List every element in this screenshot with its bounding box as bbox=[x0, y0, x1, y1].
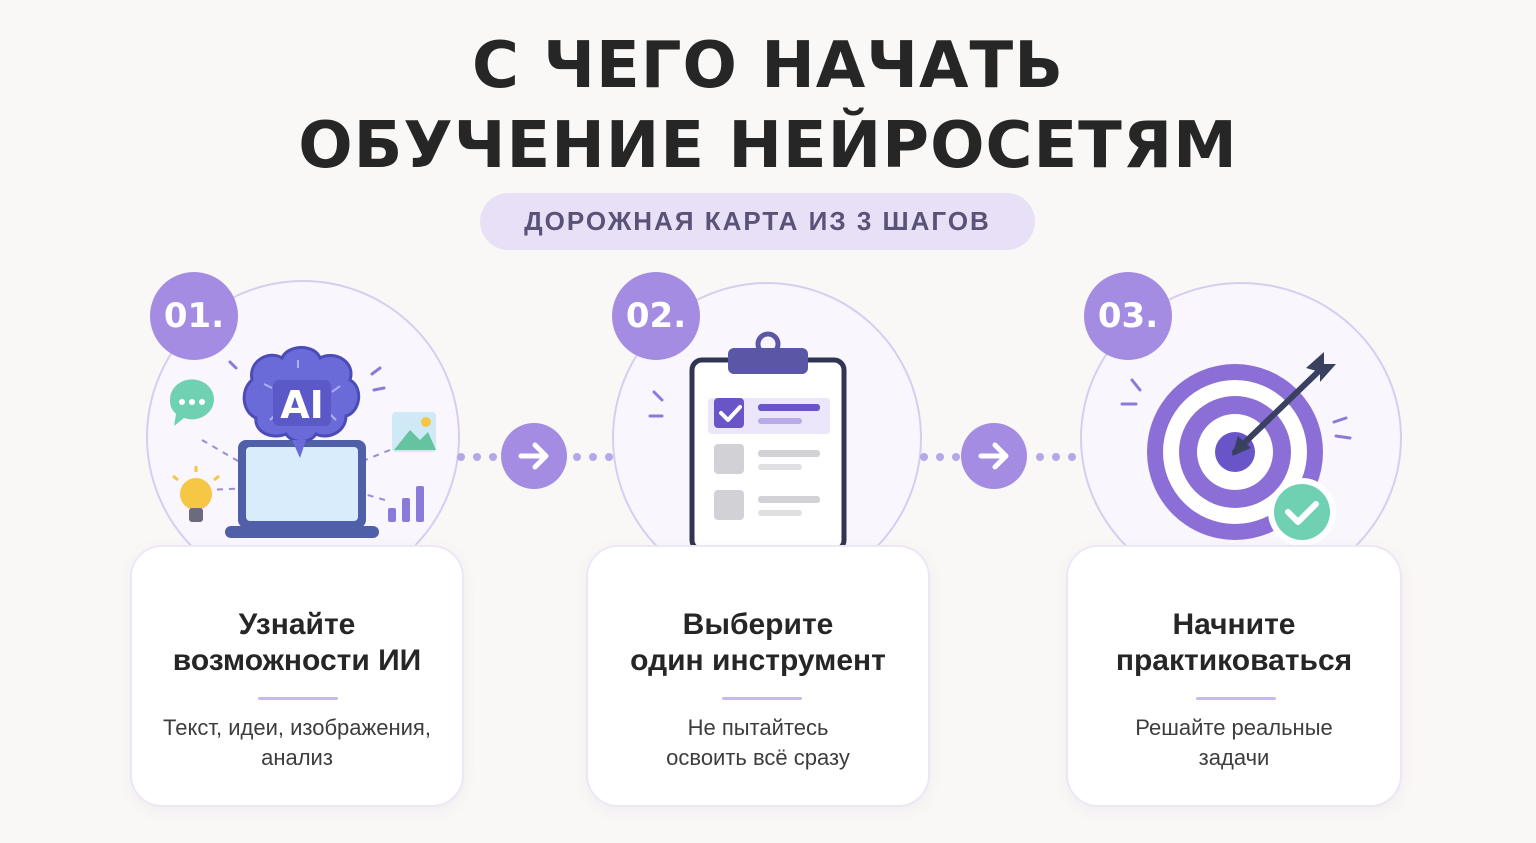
step-1-desc-line1: Текст, идеи, изображения, bbox=[163, 715, 431, 740]
page-title: С ЧЕГО НАЧАТЬ ОБУЧЕНИЕ НЕЙРОСЕТЯМ bbox=[0, 26, 1536, 186]
step-3-divider bbox=[1196, 697, 1276, 700]
step-2-divider bbox=[722, 697, 802, 700]
step-3-title: Начните практиковаться bbox=[1068, 607, 1400, 679]
step-3-title-line1: Начните bbox=[1172, 608, 1296, 641]
step-3-description: Решайте реальные задачи bbox=[1068, 713, 1400, 773]
page-title-line1: С ЧЕГО НАЧАТЬ bbox=[472, 29, 1064, 103]
clipboard-checklist-icon bbox=[648, 331, 847, 553]
step-2-desc-line2: освоить всё сразу bbox=[666, 745, 850, 770]
ai-icon-text: AI bbox=[280, 383, 324, 427]
step-3-number-badge: 03. bbox=[1084, 272, 1172, 360]
step-1-description: Текст, идеи, изображения, анализ bbox=[132, 713, 462, 773]
step-1-title-line2: возможности ИИ bbox=[172, 644, 422, 677]
step-1-number-badge: 01. bbox=[150, 272, 238, 360]
step-2-number-badge: 02. bbox=[612, 272, 700, 360]
connector-arrow-1 bbox=[501, 423, 567, 489]
page-title-line2: ОБУЧЕНИЕ НЕЙРОСЕТЯМ bbox=[298, 109, 1238, 183]
connector-arrow-2 bbox=[961, 423, 1027, 489]
roadmap-subtitle-pill: ДОРОЖНАЯ КАРТА ИЗ 3 ШАГОВ bbox=[480, 193, 1035, 250]
arrow-right-icon bbox=[978, 442, 1009, 470]
step-1-card: Узнайте возможности ИИ Текст, идеи, изоб… bbox=[130, 545, 464, 807]
step-3-desc-line2: задачи bbox=[1198, 745, 1270, 770]
step-2-desc-line1: Не пытайтесь bbox=[687, 715, 829, 740]
step-2-description: Не пытайтесь освоить всё сразу bbox=[588, 713, 928, 773]
step-2-title-line1: Выберите bbox=[682, 608, 834, 641]
ai-laptop-icon: AI bbox=[169, 346, 436, 538]
arrow-right-icon bbox=[518, 442, 549, 470]
step-2-card: Выберите один инструмент Не пытайтесь ос… bbox=[586, 545, 930, 807]
step-1-desc-line2: анализ bbox=[261, 745, 333, 770]
step-3-title-line2: практиковаться bbox=[1115, 644, 1353, 677]
connector-dots-1 bbox=[457, 453, 613, 461]
step-3-card: Начните практиковаться Решайте реальные … bbox=[1066, 545, 1402, 807]
step-2-title: Выберите один инструмент bbox=[588, 607, 928, 679]
step-1-title-line1: Узнайте bbox=[238, 608, 356, 641]
step-1-title: Узнайте возможности ИИ bbox=[132, 607, 462, 679]
step-2-title-line2: один инструмент bbox=[630, 644, 886, 677]
connector-dots-2 bbox=[920, 453, 1076, 461]
step-3-desc-line1: Решайте реальные bbox=[1135, 715, 1333, 740]
step-1-divider bbox=[258, 697, 338, 700]
target-arrow-icon bbox=[1120, 352, 1352, 546]
